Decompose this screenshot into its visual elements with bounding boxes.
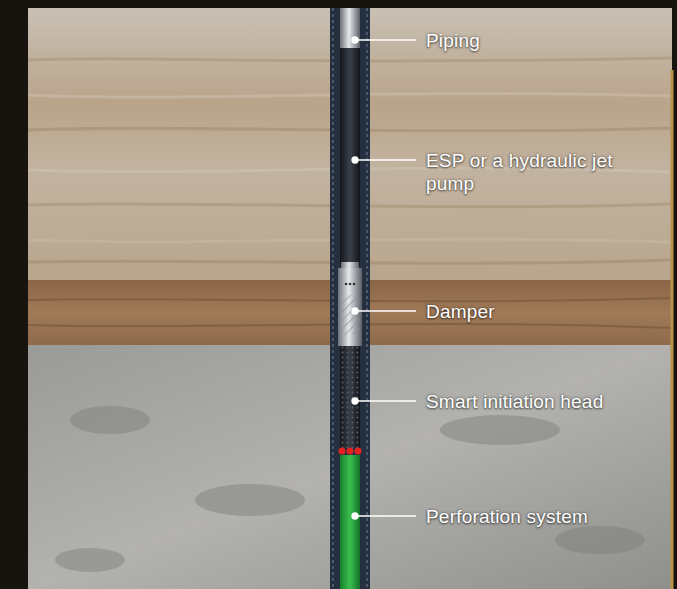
part-label: Perforation system: [426, 505, 588, 528]
part-label: Piping: [426, 29, 480, 52]
part-label: ESP or a hydraulic jet pump: [426, 149, 626, 195]
part-label: Damper: [426, 300, 495, 323]
part-label: Smart initiation head: [426, 390, 603, 413]
